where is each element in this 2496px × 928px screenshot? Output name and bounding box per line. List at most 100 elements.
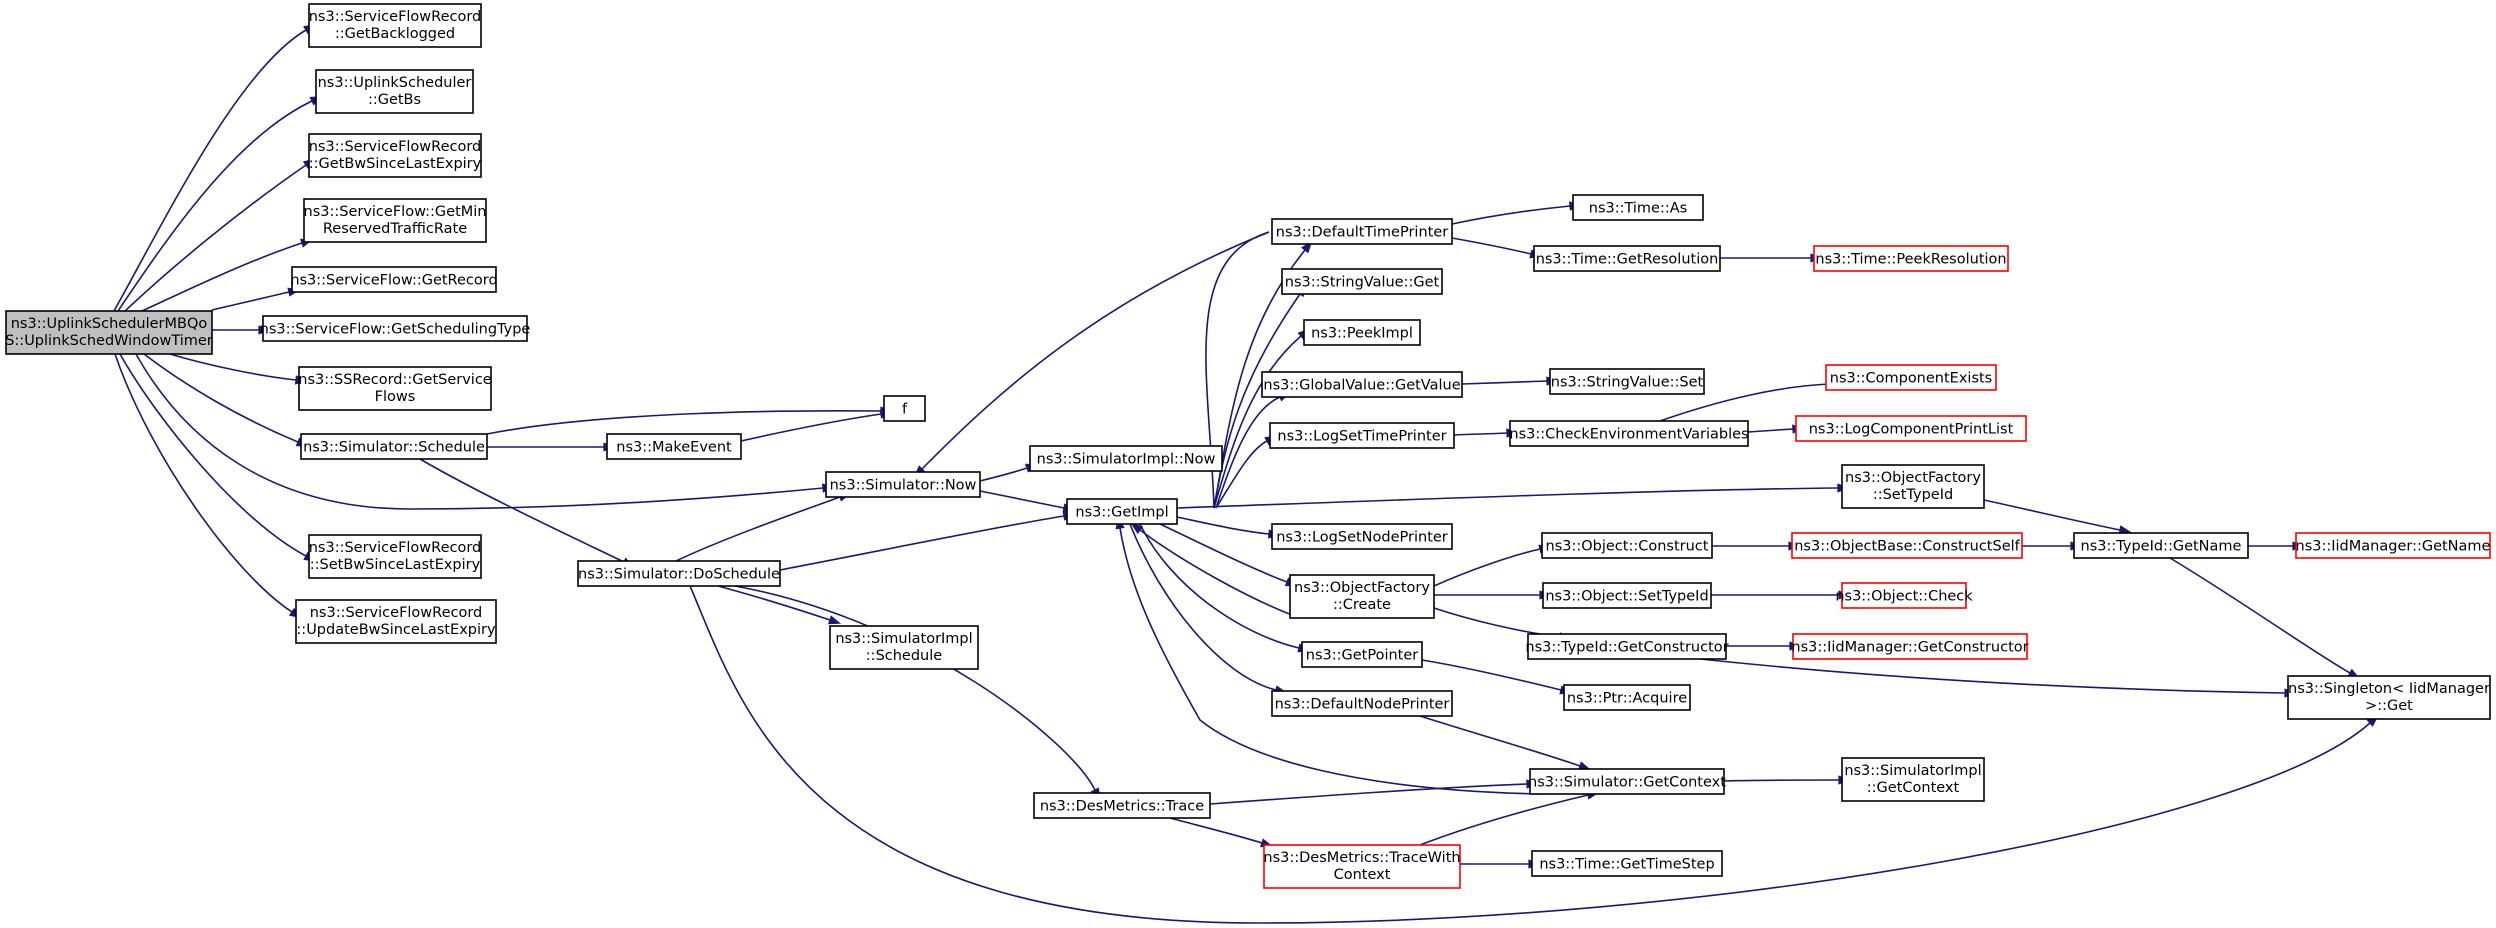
node-label: ns3::DefaultTimePrinter <box>1276 225 1448 241</box>
node-strValGet[interactable]: ns3::StringValue::Get <box>1281 268 1443 295</box>
node-ofSetTypeId[interactable]: ns3::ObjectFactory::SetTypeId <box>1841 464 1985 509</box>
edge-getImpl-to-ofSetTypeId <box>1176 483 1850 509</box>
node-peekImpl[interactable]: ns3::PeekImpl <box>1303 319 1421 346</box>
node-getBacklogged[interactable]: ns3::ServiceFlowRecord::GetBacklogged <box>308 3 482 48</box>
node-getBs[interactable]: ns3::UplinkScheduler::GetBs <box>315 69 474 114</box>
node-box <box>308 3 482 48</box>
node-getSchedType[interactable]: ns3::ServiceFlow::GetSchedulingType <box>260 315 531 342</box>
node-root[interactable]: ns3::UplinkSchedulerMBQoS::UplinkSchedWi… <box>5 310 213 355</box>
edge-ofCreate-to-objSetTypeId <box>1434 590 1552 600</box>
node-compExists[interactable]: ns3::ComponentExists <box>1825 364 1997 391</box>
node-logCompList[interactable]: ns3::LogComponentPrintList <box>1795 415 2027 442</box>
node-implSchedule[interactable]: ns3::SimulatorImpl::Schedule <box>829 625 979 670</box>
edge-desTraceCtx-to-timeGetStep <box>1460 859 1541 869</box>
node-setBwSince[interactable]: ns3::ServiceFlowRecord::SetBwSinceLastEx… <box>308 534 482 579</box>
node-getBwSince[interactable]: ns3::ServiceFlowRecord::GetBwSinceLastEx… <box>308 133 482 178</box>
node-timePeekRes[interactable]: ns3::Time::PeekResolution <box>1813 245 2009 272</box>
node-checkEnv[interactable]: ns3::CheckEnvironmentVariables <box>1509 420 1749 447</box>
edge-root-to-getBwSince <box>124 158 316 312</box>
edge-line <box>1213 293 1301 509</box>
node-label: ns3::Simulator::GetContext <box>1528 775 1726 791</box>
edge-timeGetRes-to-timePeekRes <box>1720 253 1823 263</box>
node-implGetContext[interactable]: ns3::SimulatorImpl::GetContext <box>1841 757 1985 802</box>
node-box <box>1263 844 1461 889</box>
node-label: ::GetBacklogged <box>335 26 455 42</box>
node-logSetNode[interactable]: ns3::LogSetNodePrinter <box>1271 523 1453 550</box>
node-timeGetStep[interactable]: ns3::Time::GetTimeStep <box>1531 850 1723 877</box>
node-gvGetValue[interactable]: ns3::GlobalValue::GetValue <box>1261 371 1463 398</box>
node-objCheck[interactable]: ns3::Object::Check <box>1835 582 1973 609</box>
edge-line <box>1659 383 1831 422</box>
node-label: ns3::Object::Construct <box>1546 539 1709 555</box>
node-implNow[interactable]: ns3::SimulatorImpl::Now <box>1029 445 1223 472</box>
edge-line <box>689 585 2371 924</box>
edge-objSetTypeId-to-objCheck <box>1711 590 1851 600</box>
edge-objBaseCtor-to-typeIdGetName <box>2022 541 2083 551</box>
node-desTrace[interactable]: ns3::DesMetrics::Trace <box>1033 792 1211 819</box>
node-strValSet[interactable]: ns3::StringValue::Set <box>1549 368 1705 395</box>
node-label: ns3::Simulator::Schedule <box>303 440 485 456</box>
edge-line <box>114 353 293 613</box>
edge-line <box>734 585 1096 791</box>
node-iidGetCtor[interactable]: ns3::IidManager::GetConstructor <box>1791 633 2029 660</box>
node-makeEvent[interactable]: ns3::MakeEvent <box>606 433 742 460</box>
edge-line <box>1461 380 1548 385</box>
node-getRecord[interactable]: ns3::ServiceFlow::GetRecord <box>290 266 498 293</box>
edge-line <box>1983 499 2121 531</box>
node-label: ns3::IidManager::GetName <box>2296 539 2491 555</box>
node-schedule[interactable]: ns3::Simulator::Schedule <box>300 433 488 460</box>
node-singletonGet[interactable]: ns3::Singleton< IidManager>::Get <box>2287 675 2491 720</box>
node-logSetTime[interactable]: ns3::LogSetTimePrinter <box>1269 422 1455 449</box>
edge-line <box>124 164 307 312</box>
node-ptrAcquire[interactable]: ns3::Ptr::Acquire <box>1563 684 1691 711</box>
node-label: ns3::TypeId::GetConstructor <box>1525 640 1728 656</box>
node-label: ::Create <box>1333 597 1391 613</box>
node-box <box>825 471 981 498</box>
edge-line <box>779 515 1065 571</box>
node-iidGetName[interactable]: ns3::IidManager::GetName <box>2295 532 2491 559</box>
node-box <box>883 395 926 422</box>
node-box <box>1509 420 1749 447</box>
node-box <box>577 560 781 587</box>
node-ofCreate[interactable]: ns3::ObjectFactory::Create <box>1289 574 1435 619</box>
node-typeIdGetName[interactable]: ns3::TypeId::GetName <box>2073 532 2249 559</box>
node-timeGetRes[interactable]: ns3::Time::GetResolution <box>1533 245 1721 272</box>
node-objSetTypeId[interactable]: ns3::Object::SetTypeId <box>1542 582 1712 609</box>
node-getMinRes[interactable]: ns3::ServiceFlow::GetMinReservedTrafficR… <box>303 198 487 243</box>
edge-line <box>1209 783 1528 805</box>
node-label: ns3::MakeEvent <box>616 440 732 456</box>
node-updBwSince[interactable]: ns3::ServiceFlowRecord::UpdateBwSinceLas… <box>295 599 497 644</box>
node-label: ns3::CheckEnvironmentVariables <box>1509 427 1748 443</box>
node-box <box>1029 445 1223 472</box>
node-typeIdGetCtor[interactable]: ns3::TypeId::GetConstructor <box>1525 633 1729 660</box>
edge-defTimePrinter-to-timeAs <box>1451 201 1582 225</box>
edge-line <box>169 353 297 381</box>
node-simGetContext[interactable]: ns3::Simulator::GetContext <box>1528 768 1726 795</box>
node-doSchedule[interactable]: ns3::Simulator::DoSchedule <box>577 560 781 587</box>
node-defNodePrinter[interactable]: ns3::DefaultNodePrinter <box>1271 690 1453 717</box>
node-timeAs[interactable]: ns3::Time::As <box>1572 194 1704 221</box>
node-box <box>1563 684 1691 711</box>
node-objConstruct[interactable]: ns3::Object::Construct <box>1541 532 1713 559</box>
edge-line <box>1451 205 1571 225</box>
node-box <box>1542 582 1712 609</box>
node-getImpl[interactable]: ns3::GetImpl <box>1066 498 1178 525</box>
edge-line <box>717 585 831 621</box>
edge-ofSetTypeId-to-typeIdGetName <box>1983 499 2132 535</box>
node-box <box>1527 633 1727 660</box>
node-defTimePrinter[interactable]: ns3::DefaultTimePrinter <box>1271 218 1453 245</box>
node-box <box>2287 675 2491 720</box>
edge-root-to-updBwSince <box>114 353 302 619</box>
node-getPointer[interactable]: ns3::GetPointer <box>1301 641 1423 668</box>
node-box <box>308 133 482 178</box>
node-f[interactable]: f <box>883 395 926 422</box>
edge-objConstruct-to-objBaseCtor <box>1712 541 1801 551</box>
node-label: ns3::SimulatorImpl <box>1844 763 1981 779</box>
node-objBaseCtor[interactable]: ns3::ObjectBase::ConstructSelf <box>1791 532 2023 559</box>
node-now[interactable]: ns3::Simulator::Now <box>825 471 981 498</box>
node-box <box>1271 690 1453 717</box>
node-label: ns3::Simulator::Now <box>830 478 977 494</box>
node-box <box>315 69 474 114</box>
